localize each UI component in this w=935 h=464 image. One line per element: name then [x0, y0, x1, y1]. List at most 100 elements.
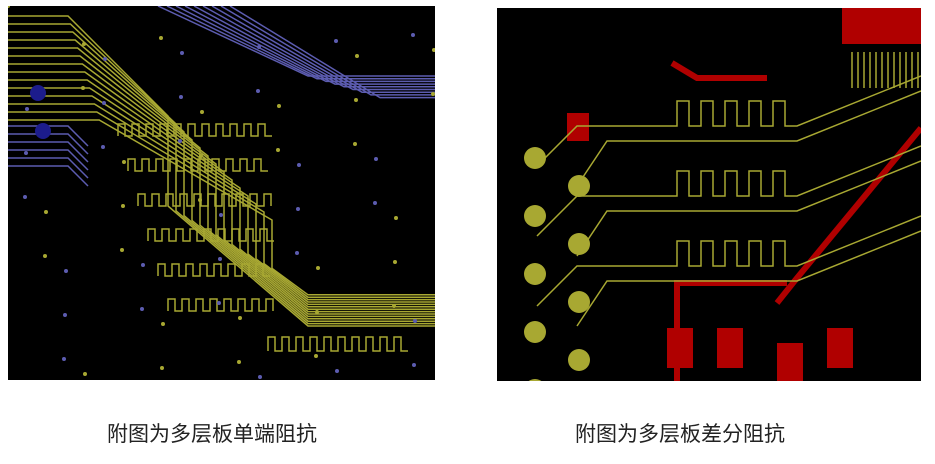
- via: [63, 313, 67, 317]
- via: [121, 204, 125, 208]
- via: [82, 42, 86, 46]
- via: [43, 254, 47, 258]
- pad: [568, 349, 590, 371]
- yellow-trace: [8, 55, 435, 315]
- connector-pads: [842, 8, 921, 44]
- blue-trace: [202, 6, 435, 91]
- via: [353, 142, 357, 146]
- yellow-trace: [8, 63, 435, 313]
- yellow-trace: [8, 119, 435, 296]
- via: [411, 33, 415, 37]
- via: [159, 36, 163, 40]
- meander-trace: [117, 123, 272, 137]
- via: [140, 307, 144, 311]
- via: [83, 372, 87, 376]
- blue-trace: [193, 6, 435, 88]
- differential-trace: [576, 160, 921, 257]
- via: [102, 101, 106, 105]
- via: [120, 248, 124, 252]
- via: [64, 269, 68, 273]
- blue-trace: [166, 6, 435, 80]
- component-pad: [827, 328, 853, 368]
- via: [277, 104, 281, 108]
- via: [24, 151, 28, 155]
- via: [295, 251, 299, 255]
- pad: [524, 321, 546, 343]
- differential-impedance-pcb-image: [497, 8, 921, 381]
- pcb-layout-differential: [524, 8, 921, 381]
- via: [81, 86, 85, 90]
- via: [394, 216, 398, 220]
- via: [179, 95, 183, 99]
- pad: [524, 263, 546, 285]
- differential-trace: [536, 215, 921, 307]
- yellow-trace: [8, 87, 435, 306]
- differential-trace: [576, 230, 921, 327]
- pad: [568, 291, 590, 313]
- via: [315, 310, 319, 314]
- via: [258, 375, 262, 379]
- via: [178, 139, 182, 143]
- via: [314, 354, 318, 358]
- via: [219, 213, 223, 217]
- via: [23, 195, 27, 199]
- via: [200, 110, 204, 114]
- via: [122, 160, 126, 164]
- pad: [528, 379, 542, 381]
- blue-trace: [175, 6, 435, 83]
- via: [392, 304, 396, 308]
- via: [355, 54, 359, 58]
- via: [218, 257, 222, 261]
- via: [44, 210, 48, 214]
- via: [198, 198, 202, 202]
- single-ended-impedance-pcb-image: [8, 6, 435, 380]
- blue-trace: [220, 6, 435, 96]
- meander-trace: [267, 336, 408, 352]
- differential-trace: [536, 145, 921, 237]
- via: [432, 48, 435, 52]
- blue-trace: [8, 149, 89, 171]
- caption-differential: 附图为多层板差分阻抗: [575, 422, 785, 446]
- via: [393, 260, 397, 264]
- via: [237, 360, 241, 364]
- via: [180, 51, 184, 55]
- blue-trace: [229, 6, 435, 99]
- meander-trace: [147, 228, 274, 242]
- yellow-trace: [8, 31, 435, 322]
- pad: [524, 205, 546, 227]
- blue-trace: [8, 141, 89, 163]
- via: [413, 319, 417, 323]
- pcb-layout-single-ended: [8, 6, 435, 379]
- blue-trace: [157, 6, 435, 77]
- pad: [568, 175, 590, 197]
- via: [217, 301, 221, 305]
- via: [257, 45, 261, 49]
- via: [256, 89, 260, 93]
- via: [199, 154, 203, 158]
- via: [62, 357, 66, 361]
- via: [141, 263, 145, 267]
- meander-trace: [167, 298, 274, 312]
- differential-trace: [576, 90, 921, 187]
- pad: [567, 113, 589, 141]
- caption-single-ended: 附图为多层板单端阻抗: [107, 422, 317, 446]
- component-pad: [717, 328, 743, 368]
- blue-trace: [211, 6, 435, 93]
- via: [373, 201, 377, 205]
- yellow-trace: [8, 23, 435, 325]
- meander-trace: [157, 263, 270, 277]
- blue-trace: [8, 157, 89, 179]
- via: [412, 363, 416, 367]
- via: [161, 322, 165, 326]
- via: [316, 266, 320, 270]
- component-pad: [777, 343, 803, 381]
- blue-trace: [8, 133, 89, 155]
- yellow-trace: [8, 39, 435, 320]
- via: [25, 107, 29, 111]
- component-pad: [667, 328, 693, 368]
- via: [354, 98, 358, 102]
- via: [8, 6, 10, 8]
- via: [374, 157, 378, 161]
- via: [297, 163, 301, 167]
- pad: [524, 147, 546, 169]
